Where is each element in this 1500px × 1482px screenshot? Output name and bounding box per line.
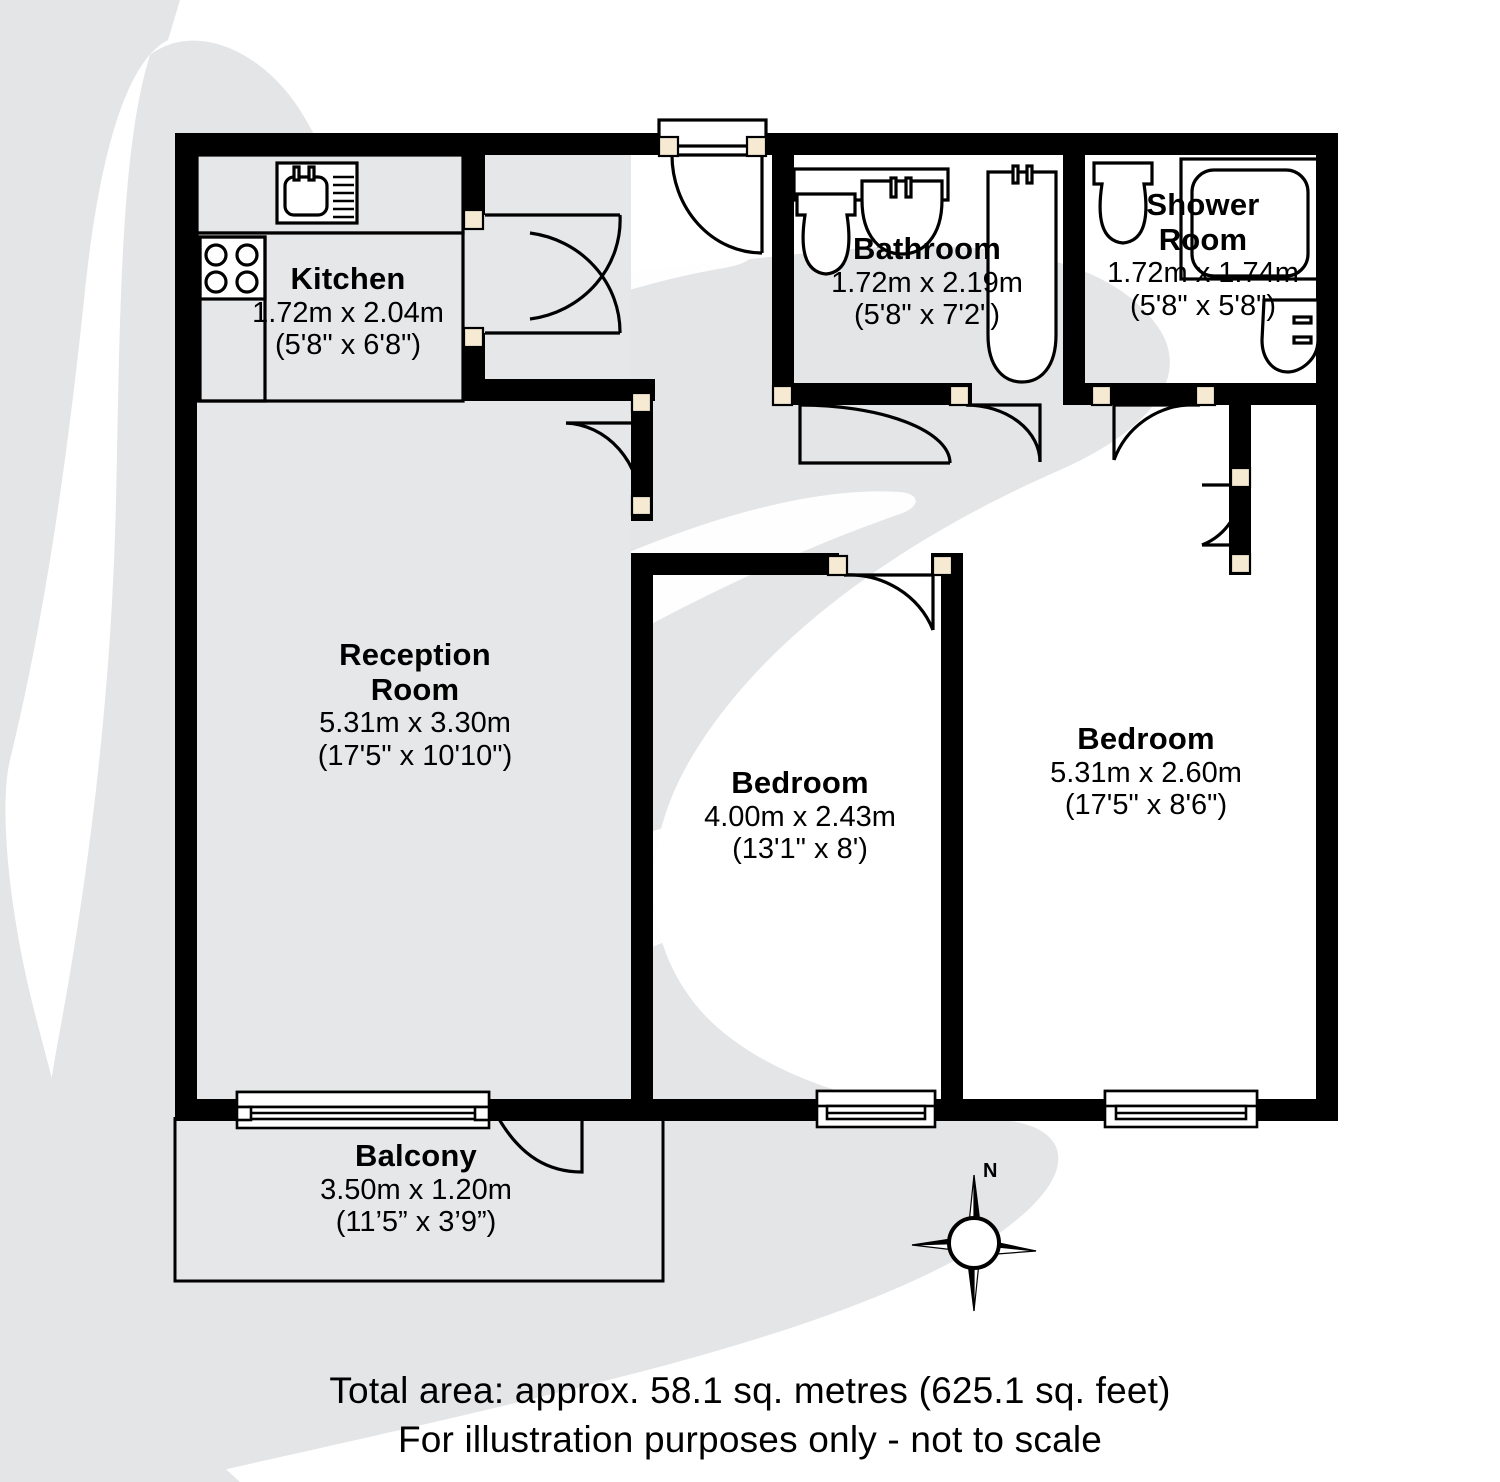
room-dim-metric: 1.72m x 2.19m	[831, 266, 1023, 299]
room-dim-imperial: (5'8" x 5'8")	[1129, 289, 1277, 322]
room-dim-imperial: (13'1" x 8')	[732, 833, 868, 866]
room-name: Bedroom	[731, 765, 869, 800]
room-label-bedroom-middle: Bedroom 4.00m x 2.43m (13'1" x 8')	[650, 765, 950, 866]
room-label-kitchen: Kitchen 1.72m x 2.04m (5'8" x 6'8")	[198, 261, 498, 362]
room-label-bedroom-right: Bedroom 5.31m x 2.60m (17'5" x 8'6")	[996, 721, 1296, 822]
room-dim-metric: 4.00m x 2.43m	[704, 800, 896, 833]
room-dim-imperial: (17'5" x 8'6")	[1064, 789, 1228, 822]
room-dim-imperial: (11’5” x 3’9”)	[335, 1206, 497, 1239]
room-name-line1: Shower	[1146, 187, 1260, 222]
room-name: Balcony	[355, 1138, 477, 1173]
room-dim-metric: 1.72m x 2.04m	[252, 296, 444, 329]
room-name-line1: Reception	[339, 637, 491, 672]
room-label-bathroom: Bathroom 1.72m x 2.19m (5'8" x 7'2")	[795, 231, 1059, 332]
room-dim-metric: 5.31m x 2.60m	[1050, 756, 1242, 789]
room-name: Bathroom	[853, 231, 1001, 266]
room-label-reception-room: Reception Room 5.31m x 3.30m (17'5" x 10…	[250, 637, 580, 772]
disclaimer-text: For illustration purposes only - not to …	[397, 1419, 1103, 1460]
room-dim-imperial: (5'8" x 6'8")	[274, 329, 422, 362]
room-dim-metric: 5.31m x 3.30m	[319, 707, 511, 740]
room-name: Bedroom	[1077, 721, 1215, 756]
compass-rose	[911, 1174, 1037, 1312]
room-dim-imperial: (17'5" x 10'10")	[317, 739, 513, 772]
compass-north-label: N	[983, 1160, 998, 1182]
room-name: Kitchen	[290, 261, 406, 296]
room-dim-metric: 3.50m x 1.20m	[320, 1173, 512, 1206]
room-dim-metric: 1.72m x 1.74m	[1107, 257, 1299, 290]
room-name-line2: Room	[1158, 221, 1248, 257]
room-dim-imperial: (5'8" x 7'2")	[853, 299, 1001, 332]
room-label-balcony: Balcony 3.50m x 1.20m (11’5” x 3’9”)	[266, 1138, 566, 1239]
room-name-line2: Room	[370, 671, 460, 707]
total-area-text: Total area: approx. 58.1 sq. metres (625…	[329, 1370, 1171, 1411]
room-label-shower-room: Shower Room 1.72m x 1.74m (5'8" x 5'8")	[1076, 187, 1330, 322]
